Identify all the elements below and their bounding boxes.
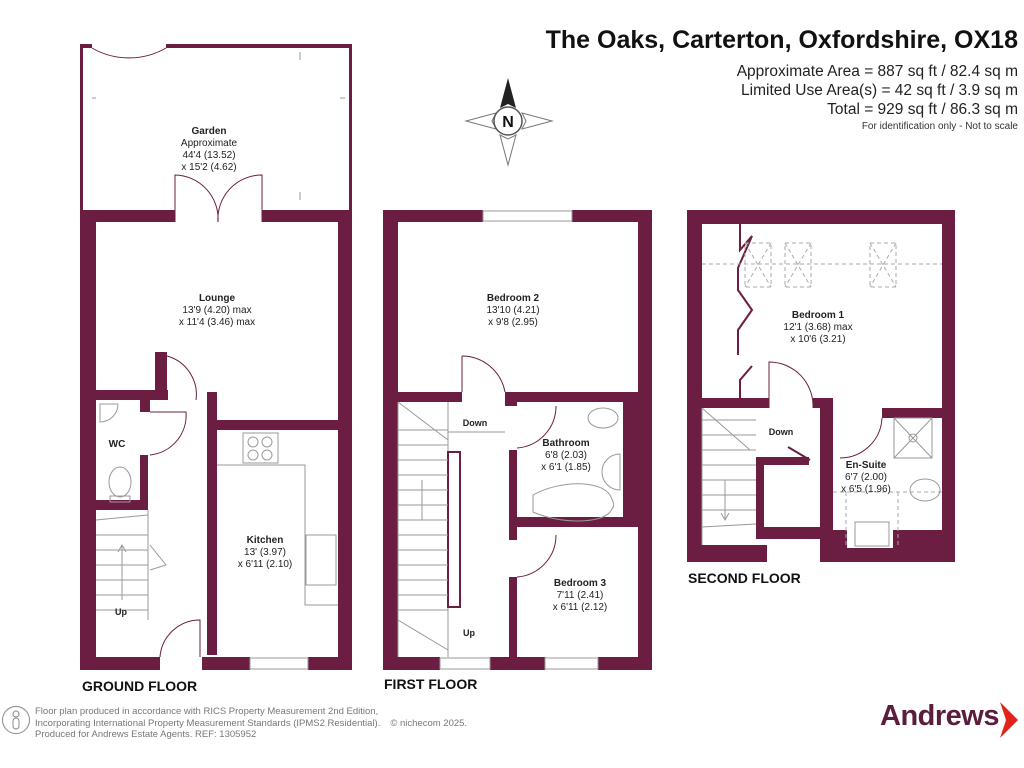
garden-gate-icon xyxy=(91,47,167,59)
kitchen-dim-1: 13' (3.97) xyxy=(244,547,286,558)
area-summary: Approximate Area = 887 sq ft / 82.4 sq m… xyxy=(737,62,1018,119)
first-floor-label: FIRST FLOOR xyxy=(384,676,477,692)
room-name-bedroom-1: Bedroom 1 xyxy=(792,310,845,321)
kitchen-dim-2: x 6'11 (2.10) xyxy=(238,559,293,570)
en-suite-dim-2: x 6'5 (1.96) xyxy=(841,484,891,495)
total-area: Total = 929 sq ft / 86.3 sq m xyxy=(827,101,1018,118)
bedroom-2-dim-1: 13'10 (4.21) xyxy=(486,305,539,316)
lounge-dim-1: 13'9 (4.20) max xyxy=(182,305,251,316)
logo-chevron-icon xyxy=(1000,702,1018,738)
stairs-down-label: Down xyxy=(769,427,794,437)
footer-line-1: Floor plan produced in accordance with R… xyxy=(35,706,379,717)
scale-note: For identification only - Not to scale xyxy=(861,121,1018,132)
en-suite-dim-1: 6'7 (2.00) xyxy=(845,472,887,483)
room-name-wc: WC xyxy=(109,439,126,450)
compass-icon: N xyxy=(464,78,554,167)
room-name-bedroom-2: Bedroom 2 xyxy=(487,293,540,304)
bathroom-dim-1: 6'8 (2.03) xyxy=(545,450,587,461)
stairs-up-label: Up xyxy=(115,607,127,617)
garden-note: Approximate xyxy=(181,138,238,149)
second-floor-label: SECOND FLOOR xyxy=(688,570,801,586)
bathroom-dim-2: x 6'1 (1.85) xyxy=(541,462,591,473)
lounge-dim-2: x 11'4 (3.46) max xyxy=(179,317,255,328)
ground-floor-plan: Garden Approximate 44'4 (13.52) x 15'2 (… xyxy=(80,44,352,694)
room-name-en-suite: En-Suite xyxy=(846,460,887,471)
room-name-bathroom: Bathroom xyxy=(542,438,589,449)
compass-north-label: N xyxy=(502,114,514,131)
ground-floor-label: GROUND FLOOR xyxy=(82,678,197,694)
property-title: The Oaks, Carterton, Oxfordshire, OX18 xyxy=(545,26,1018,54)
room-name-garden: Garden xyxy=(191,126,226,137)
room-name-lounge: Lounge xyxy=(199,293,236,304)
hob-icon xyxy=(242,432,279,464)
copyright: © nichecom 2025. xyxy=(390,717,468,729)
room-name-bedroom-3: Bedroom 3 xyxy=(554,578,607,589)
bedroom-1-dim-1: 12'1 (3.68) max xyxy=(783,322,852,333)
approximate-area: Approximate Area = 887 sq ft / 82.4 sq m xyxy=(736,63,1018,80)
garden-dim-1: 44'4 (13.52) xyxy=(182,150,235,161)
stairs-up-label: Up xyxy=(463,628,475,638)
footer-line-3: Produced for Andrews Estate Agents. REF:… xyxy=(35,729,257,740)
first-floor-plan: Bathroom 6'8 (2.03) x 6'1 (1.85) Bedroom… xyxy=(383,210,652,692)
andrews-logo: Andrews xyxy=(880,700,999,732)
bedroom-3-dim-2: x 6'11 (2.12) xyxy=(553,602,608,613)
footer-line-2: Incorporating International Property Mea… xyxy=(35,717,381,729)
limited-use-area: Limited Use Area(s) = 42 sq ft / 3.9 sq … xyxy=(741,82,1018,99)
room-name-kitchen: Kitchen xyxy=(247,535,284,546)
french-doors-icon xyxy=(174,174,263,223)
bedroom-3-dim-1: 7'11 (2.41) xyxy=(557,590,604,601)
bedroom-1-dim-2: x 10'6 (3.21) xyxy=(790,334,845,345)
sink-icon xyxy=(305,534,337,586)
second-floor-plan: Bedroom 1 12'1 (3.68) max x 10'6 (3.21) … xyxy=(687,210,955,586)
garden-dim-2: x 15'2 (4.62) xyxy=(181,162,236,173)
bedroom-2-dim-2: x 9'8 (2.95) xyxy=(488,317,538,328)
stairs-down-label: Down xyxy=(463,418,488,428)
person-icon xyxy=(2,706,30,734)
footer-disclaimer: Floor plan produced in accordance with R… xyxy=(35,706,467,741)
